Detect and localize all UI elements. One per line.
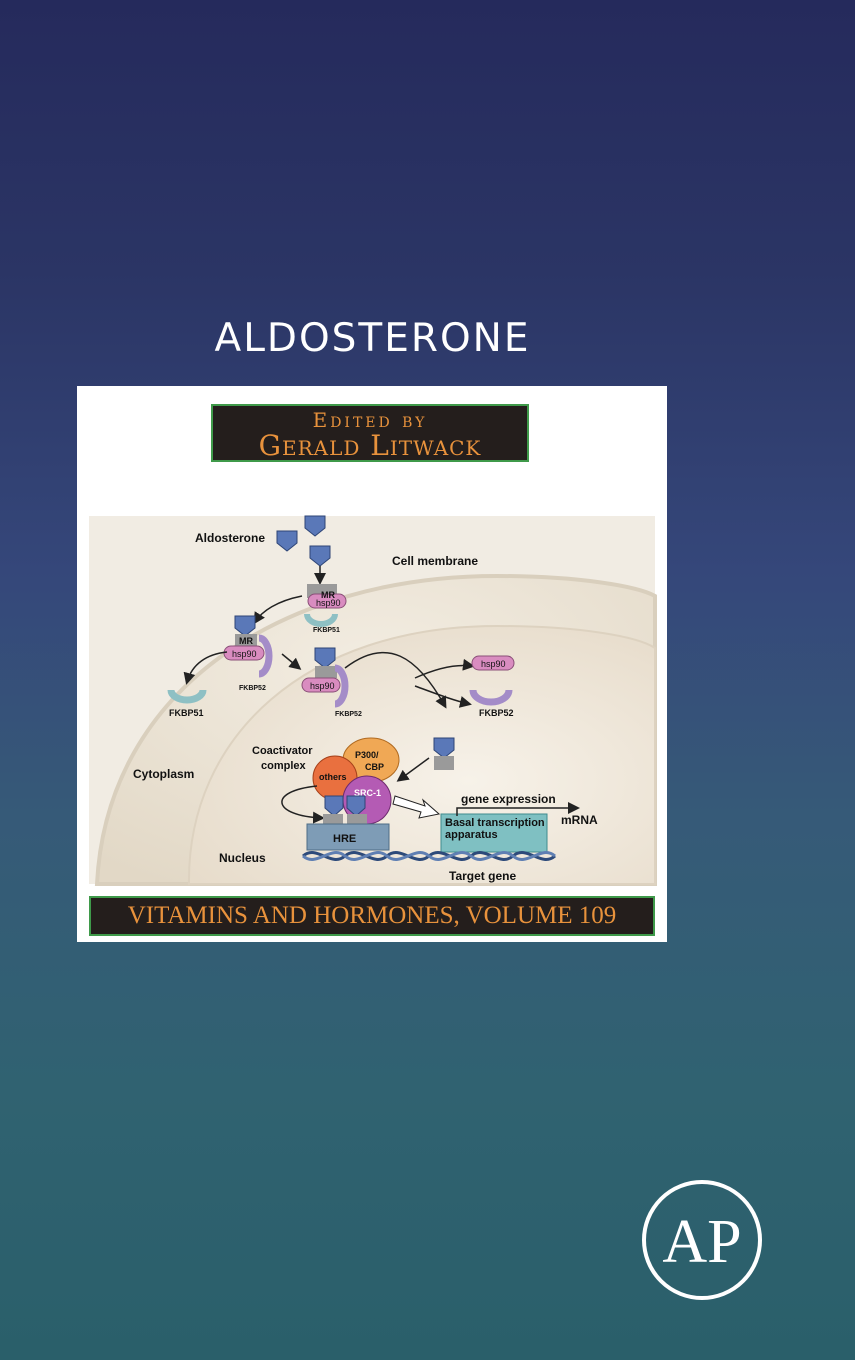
svg-text:AP: AP bbox=[662, 1208, 741, 1276]
svg-text:apparatus: apparatus bbox=[445, 829, 498, 841]
aldosterone-ligands bbox=[276, 515, 331, 567]
svg-text:FKBP52: FKBP52 bbox=[335, 711, 362, 718]
editor-banner: Edited by Gerald Litwack bbox=[211, 404, 529, 462]
svg-text:FKBP51: FKBP51 bbox=[313, 627, 340, 634]
nucleus-label: Nucleus bbox=[219, 851, 266, 865]
aldosterone-label: Aldosterone bbox=[195, 531, 265, 545]
svg-text:P300/: P300/ bbox=[355, 750, 379, 760]
dna-helix bbox=[302, 851, 556, 861]
aldosterone-signaling-diagram: Aldosterone Cell membrane MR hsp90 FKBP5… bbox=[89, 515, 657, 886]
target-gene-label: Target gene bbox=[449, 869, 516, 883]
svg-text:SRC-1: SRC-1 bbox=[354, 788, 381, 798]
cover-panel: Aldosterone Cell membrane MR hsp90 FKBP5… bbox=[77, 386, 667, 942]
svg-text:others: others bbox=[319, 772, 347, 782]
svg-text:FKBP51: FKBP51 bbox=[169, 708, 204, 718]
svg-text:complex: complex bbox=[261, 760, 307, 772]
svg-text:hsp90: hsp90 bbox=[481, 659, 506, 669]
svg-text:CBP: CBP bbox=[365, 762, 384, 772]
svg-text:MR: MR bbox=[239, 636, 253, 646]
hre-block bbox=[306, 823, 390, 851]
series-banner: VITAMINS AND HORMONES, VOLUME 109 bbox=[89, 896, 655, 936]
edited-by-label: Edited by bbox=[312, 408, 428, 432]
svg-text:Basal transcription: Basal transcription bbox=[445, 817, 545, 829]
mr-complex-left: MR hsp90 FKBP52 bbox=[223, 615, 273, 692]
svg-text:hsp90: hsp90 bbox=[310, 681, 335, 691]
mr-nuclear bbox=[433, 737, 455, 770]
mrna-label: mRNA bbox=[561, 813, 598, 827]
fkbp51-released bbox=[167, 689, 207, 704]
svg-text:FKBP52: FKBP52 bbox=[479, 708, 514, 718]
svg-text:hsp90: hsp90 bbox=[232, 649, 257, 659]
book-title: ALDOSTERONE bbox=[214, 316, 531, 361]
gene-expression-label: gene expression bbox=[461, 792, 556, 806]
svg-text:HRE: HRE bbox=[333, 833, 356, 845]
hsp90-released bbox=[471, 655, 515, 671]
cell-membrane-label: Cell membrane bbox=[392, 554, 478, 568]
mr-complex-top: MR hsp90 FKBP51 bbox=[304, 584, 347, 634]
editor-name: Gerald Litwack bbox=[258, 429, 482, 462]
svg-text:MR: MR bbox=[321, 590, 335, 600]
svg-text:FKBP52: FKBP52 bbox=[239, 685, 266, 692]
cytoplasm-label: Cytoplasm bbox=[133, 767, 194, 781]
svg-text:hsp90: hsp90 bbox=[316, 598, 341, 608]
mr-complex-middle: hsp90 FKBP52 bbox=[301, 647, 362, 718]
fkbp52-released bbox=[469, 689, 513, 706]
basal-transcription-box bbox=[440, 813, 548, 853]
svg-text:Coactivator: Coactivator bbox=[252, 745, 313, 757]
publisher-logo-icon: AP bbox=[642, 1180, 762, 1300]
